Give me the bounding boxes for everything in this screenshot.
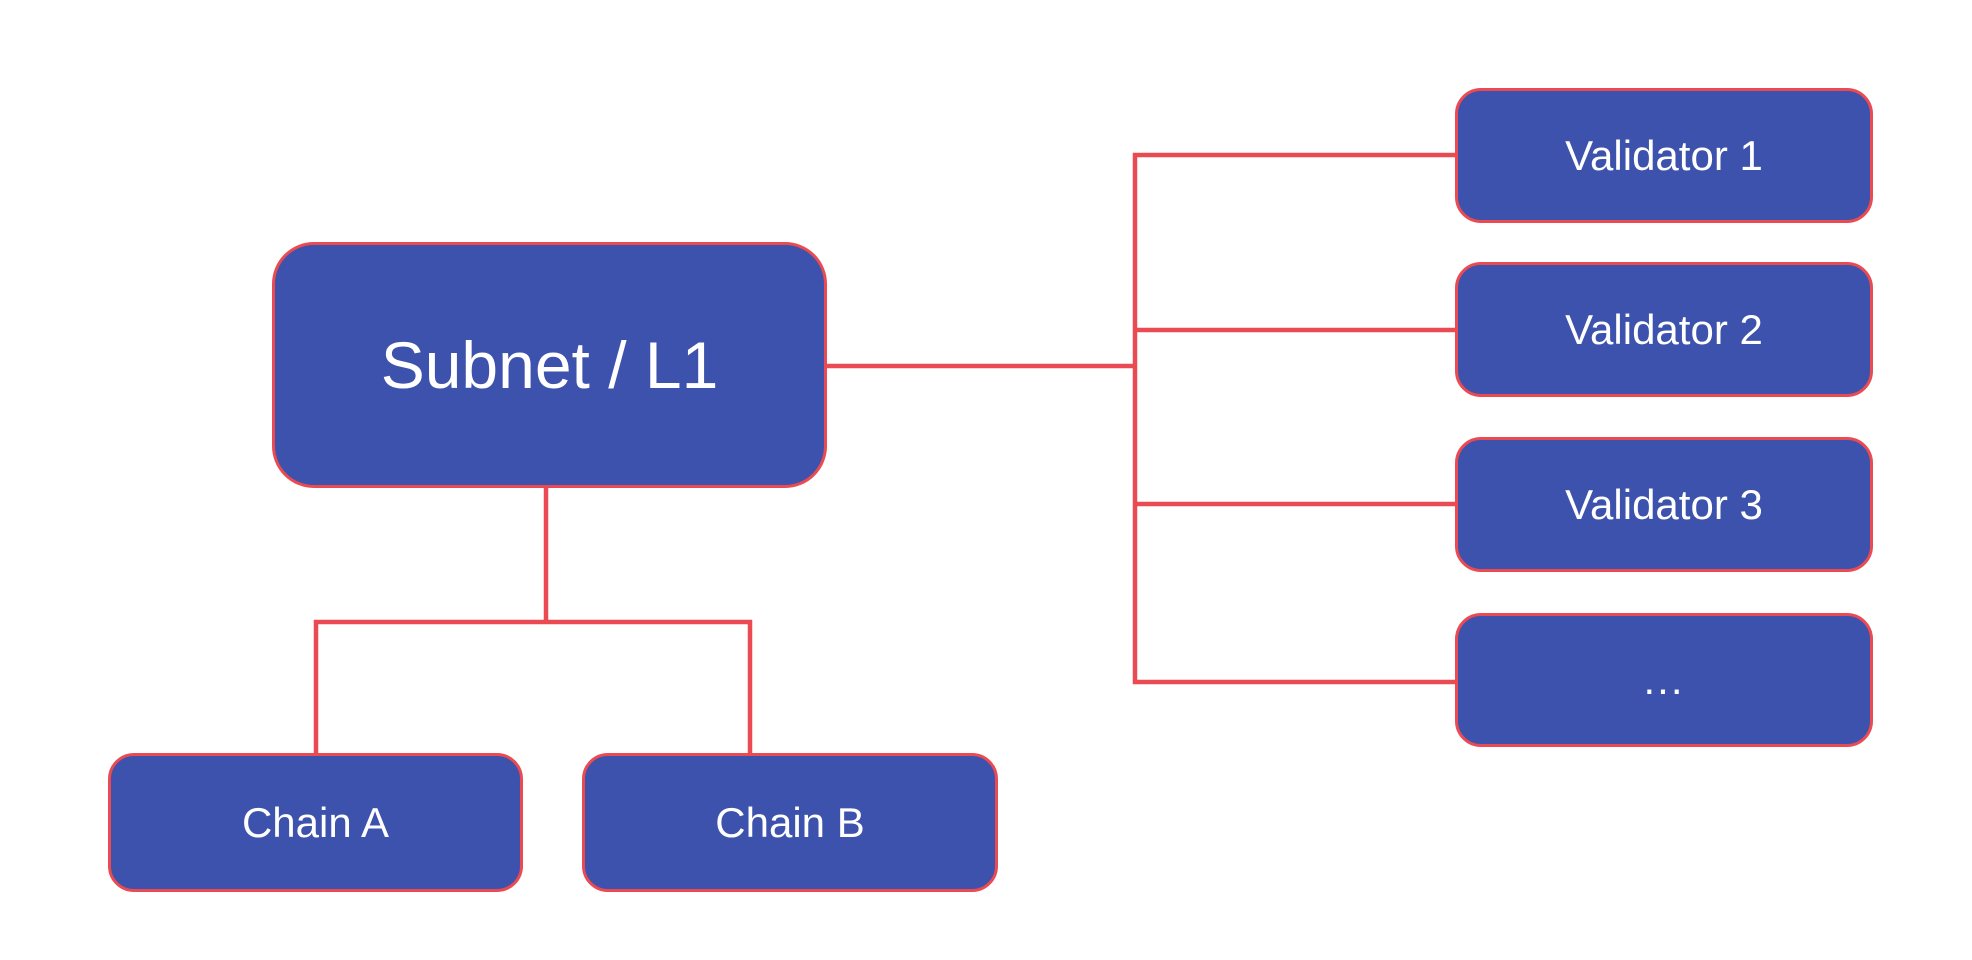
node-validator-ellipsis: ...: [1455, 613, 1873, 747]
edge-to-chains: [313, 619, 753, 754]
node-chain-b-label: Chain B: [715, 798, 865, 846]
node-subnet-l1-label: Subnet / L1: [380, 328, 719, 402]
edge-trunk-with-end-branches: [1132, 152, 1456, 685]
node-chain-a-label: Chain A: [241, 798, 390, 846]
node-chain-a: Chain A: [108, 753, 523, 892]
node-chain-b: Chain B: [582, 753, 998, 892]
node-validator-3: Validator 3: [1455, 437, 1873, 572]
node-validator-ellipsis-label: ...: [1643, 656, 1685, 703]
node-validator-1-label: Validator 1: [1565, 131, 1763, 179]
node-validator-3-label: Validator 3: [1565, 480, 1763, 528]
node-validator-1: Validator 1: [1455, 88, 1873, 223]
node-validator-2-label: Validator 2: [1565, 305, 1763, 353]
node-subnet-l1: Subnet / L1: [272, 242, 827, 488]
node-validator-2: Validator 2: [1455, 262, 1873, 397]
